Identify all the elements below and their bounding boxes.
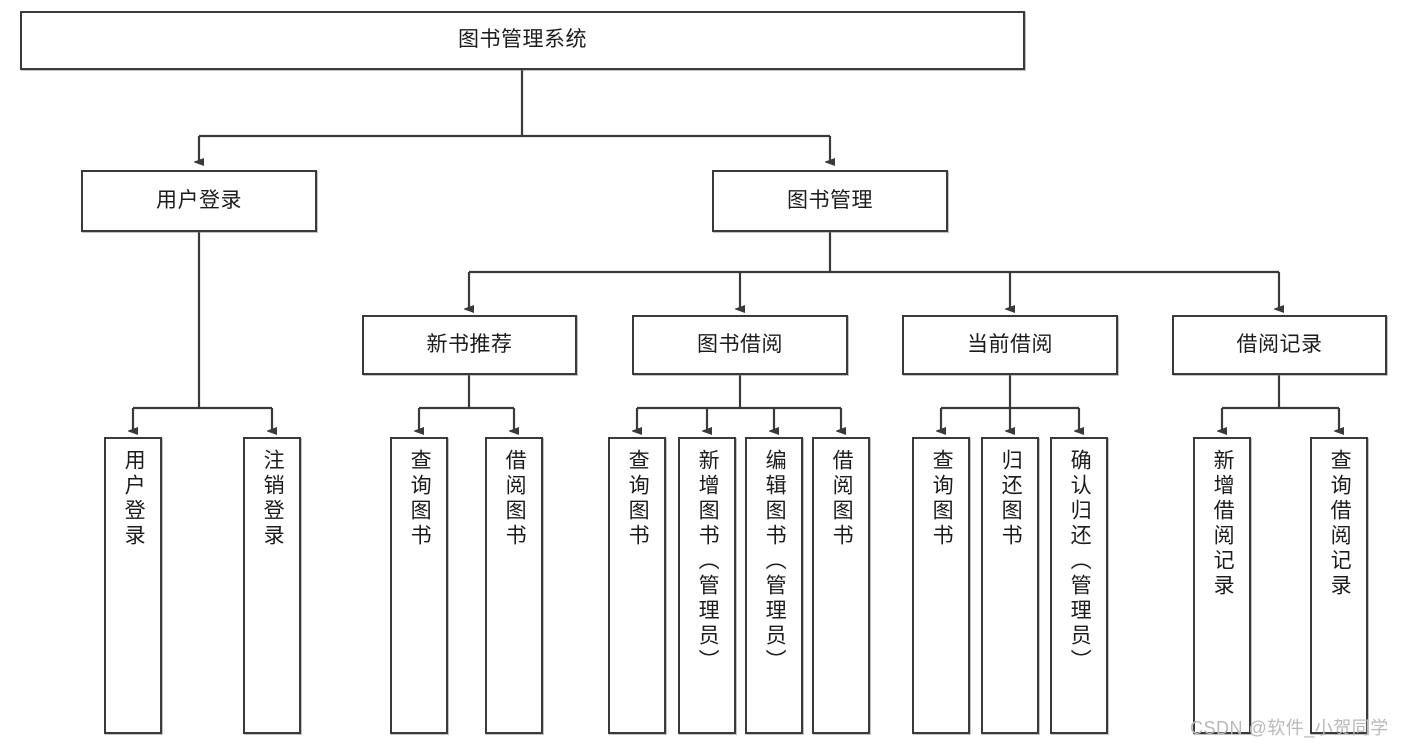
node-label: 图书借阅 xyxy=(697,332,783,356)
node-root-system[interactable]: 图书管理系统 xyxy=(20,11,1025,70)
leaf-query-books-new[interactable]: 查询图书 xyxy=(390,437,448,734)
watermark-text: CSDN @软件_小贺同学 xyxy=(1190,718,1389,738)
leaf-user-login[interactable]: 用户登录 xyxy=(104,437,162,734)
leaf-logout[interactable]: 注销登录 xyxy=(243,437,301,734)
node-label: 图书管理系统 xyxy=(458,28,587,52)
node-label: 借阅记录 xyxy=(1236,332,1323,356)
node-label: 借阅图书 xyxy=(830,449,854,549)
leaf-borrow-books-new[interactable]: 借阅图书 xyxy=(485,437,543,734)
node-label: 查询借阅记录 xyxy=(1328,449,1352,599)
node-label: 新书推荐 xyxy=(426,332,513,356)
node-label: 查询图书 xyxy=(408,449,432,549)
node-label: 用户登录 xyxy=(122,449,146,549)
node-label: 确认归还（管理员） xyxy=(1068,449,1092,674)
node-new-book-recommendation[interactable]: 新书推荐 xyxy=(362,315,577,375)
leaf-borrow-book[interactable]: 借阅图书 xyxy=(812,437,870,734)
leaf-edit-book-admin[interactable]: 编辑图书（管理员） xyxy=(745,437,803,734)
leaf-add-book-admin[interactable]: 新增图书（管理员） xyxy=(678,437,736,734)
node-borrowing-records[interactable]: 借阅记录 xyxy=(1172,315,1387,375)
node-label: 注销登录 xyxy=(261,449,285,549)
leaf-add-borrow-record[interactable]: 新增借阅记录 xyxy=(1193,437,1251,734)
node-label: 编辑图书（管理员） xyxy=(763,449,787,674)
node-label: 借阅图书 xyxy=(503,449,527,549)
node-label: 用户登录 xyxy=(156,188,242,212)
leaf-query-books-borrow[interactable]: 查询图书 xyxy=(608,437,666,734)
node-label: 新增借阅记录 xyxy=(1211,449,1235,599)
node-user-login[interactable]: 用户登录 xyxy=(81,170,317,232)
node-label: 图书管理 xyxy=(787,188,873,212)
node-label: 归还图书 xyxy=(999,449,1023,549)
node-label: 查询图书 xyxy=(930,449,954,549)
leaf-confirm-return-admin[interactable]: 确认归还（管理员） xyxy=(1050,437,1108,734)
node-book-borrowing[interactable]: 图书借阅 xyxy=(632,315,848,375)
node-label: 查询图书 xyxy=(626,449,650,549)
node-label: 当前借阅 xyxy=(967,332,1053,356)
node-book-management[interactable]: 图书管理 xyxy=(712,170,948,232)
leaf-query-borrow-record[interactable]: 查询借阅记录 xyxy=(1310,437,1368,734)
leaf-return-book[interactable]: 归还图书 xyxy=(981,437,1039,734)
leaf-query-books-current[interactable]: 查询图书 xyxy=(912,437,970,734)
node-label: 新增图书（管理员） xyxy=(696,449,720,674)
node-current-borrowing[interactable]: 当前借阅 xyxy=(902,315,1118,375)
